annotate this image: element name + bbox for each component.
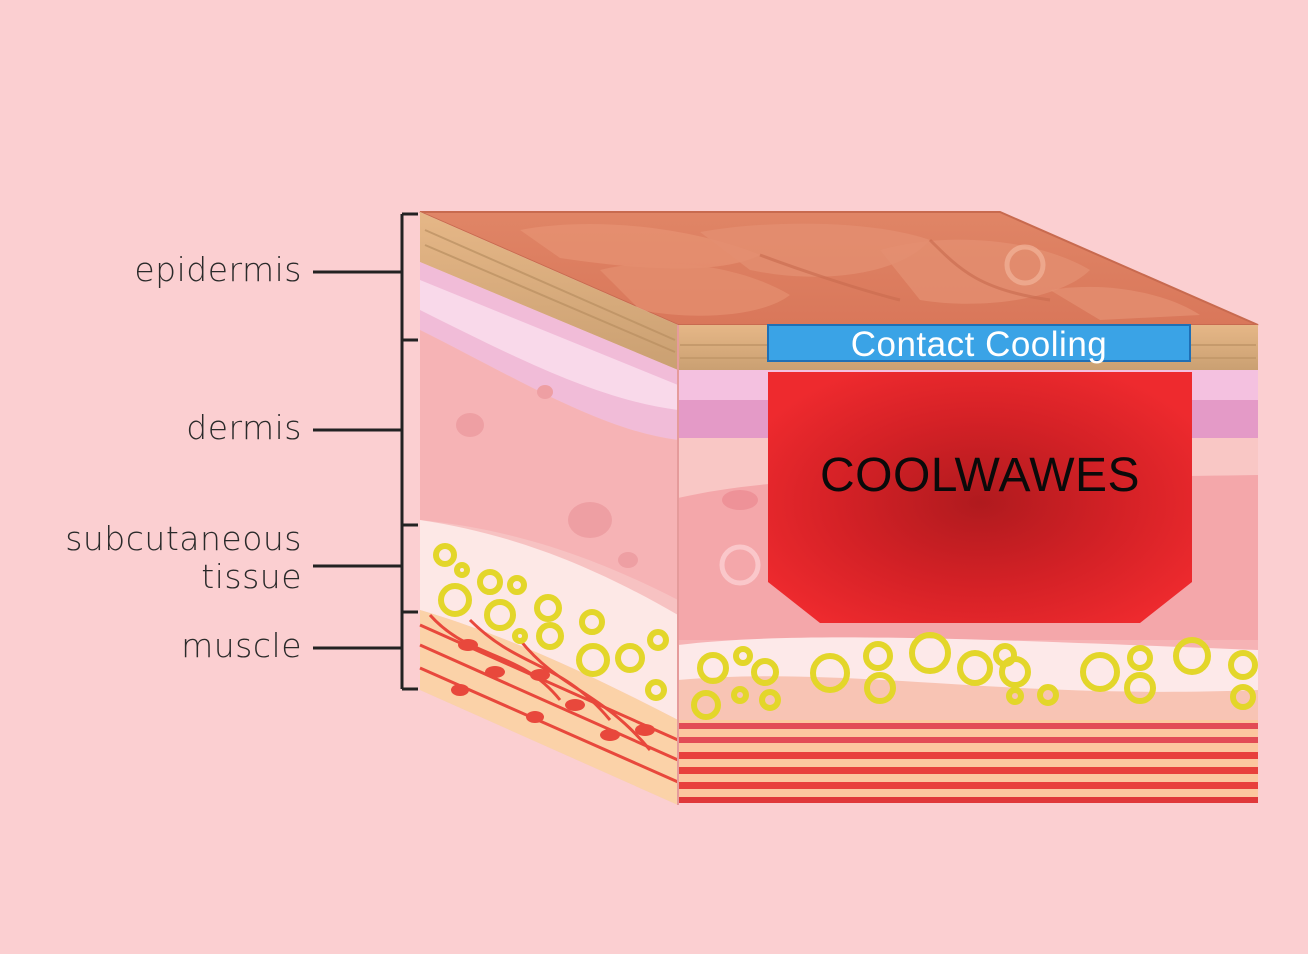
label-subcutaneous-tissue: subcutaneous tissue bbox=[20, 520, 302, 596]
label-dermis: dermis bbox=[186, 408, 302, 447]
skin-side-face bbox=[419, 212, 679, 805]
contact-cooling-bar: Contact Cooling bbox=[767, 324, 1191, 364]
label-subcutaneous-line1: subcutaneous bbox=[65, 519, 302, 558]
label-subcutaneous-line2: tissue bbox=[201, 557, 302, 596]
watermark-swirl-icon bbox=[719, 544, 761, 586]
label-muscle: muscle bbox=[181, 626, 302, 665]
label-epidermis: epidermis bbox=[134, 250, 302, 289]
fat-cells-side bbox=[433, 543, 669, 701]
coolwaves-device-shape bbox=[768, 372, 1192, 623]
contact-cooling-label: Contact Cooling bbox=[850, 325, 1108, 364]
layer-bracket bbox=[313, 212, 418, 691]
muscle-stripes bbox=[678, 720, 1258, 803]
fat-cells-front bbox=[691, 632, 1258, 720]
skin-top-surface bbox=[419, 211, 1259, 326]
coolwaves-device-label: COOLWAWES bbox=[819, 449, 1141, 502]
watermark-swirl-icon bbox=[1004, 244, 1046, 286]
